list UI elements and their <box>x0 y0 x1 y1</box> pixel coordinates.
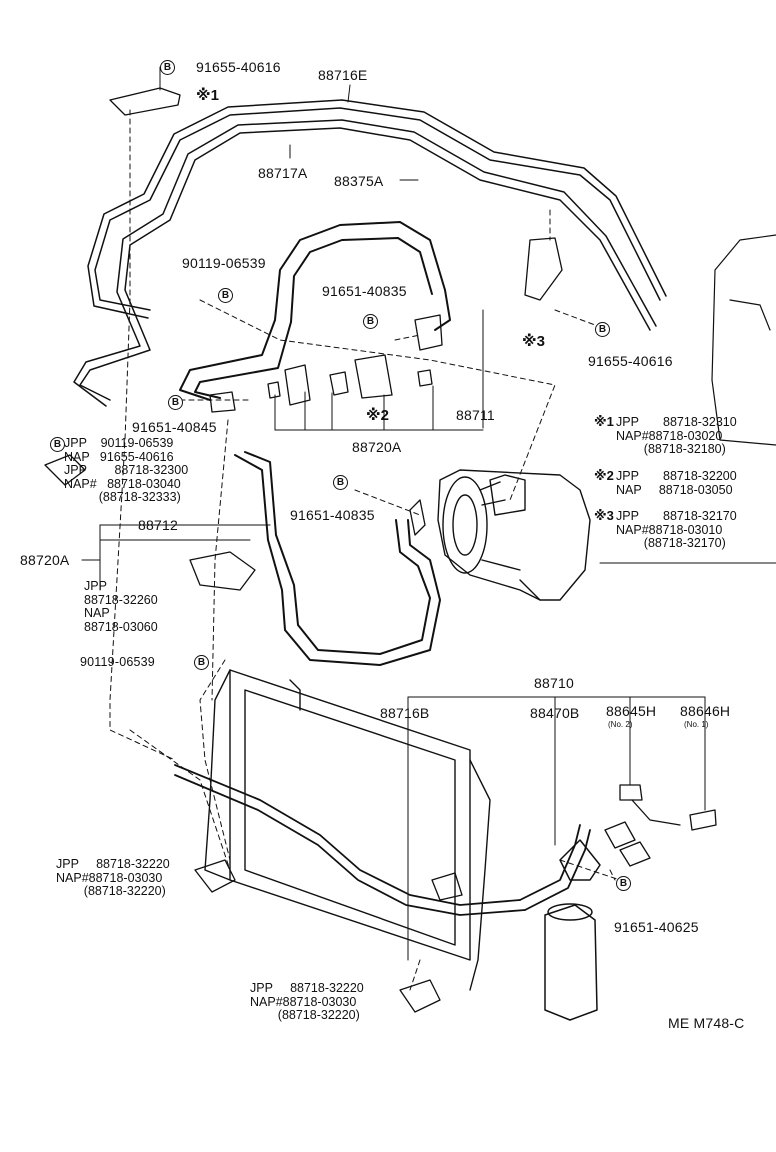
label-91651-40835-mid: 91651-40835 <box>290 507 375 523</box>
label-90119-06539-lower: 90119-06539 <box>80 655 155 669</box>
bolt-symbol-right: B <box>595 322 610 337</box>
clamp-lower-left-partnumbers: JPP 88718-32220 NAP#88718-03030 (88718-3… <box>56 857 170 898</box>
label-91651-40845: 91651-40845 <box>132 419 217 435</box>
legend-text-1: JPP 88718-32310 NAP#88718-03020 (88718-3… <box>616 415 737 456</box>
clamp-88712-partnumbers: JPP 88718-32260 NAP 88718-03060 <box>84 579 158 634</box>
bolt-symbol-40845: B <box>168 395 183 410</box>
leader-lines <box>81 66 706 961</box>
label-88470b: 88470B <box>530 705 580 721</box>
label-88646h: 88646H <box>680 703 731 719</box>
mark-1: ※1 <box>196 87 219 104</box>
label-88720a-mid: 88720A <box>352 439 402 455</box>
diagram-code: ME M748-C <box>668 1015 745 1031</box>
bolt-symbol-mid: B <box>333 475 348 490</box>
bolt-symbol-lower: B <box>194 655 209 670</box>
bolt-symbol-40625: B <box>616 876 631 891</box>
brackets <box>44 87 563 1013</box>
label-no1: (No. 1) <box>684 720 709 729</box>
hose-88711 <box>179 221 451 401</box>
receiver-drier <box>544 839 601 1021</box>
label-91651-40625: 91651-40625 <box>614 919 699 935</box>
mark-3: ※3 <box>522 333 545 350</box>
engine-outline <box>711 234 776 446</box>
label-88645h: 88645H <box>606 703 657 719</box>
bolt-symbol-left-multi: B <box>50 437 65 452</box>
left-multi-partnumbers: JPP 90119-06539 NAP 91655-40616 JPP 8871… <box>64 436 189 504</box>
legend-mark-2: ※2 <box>594 468 614 483</box>
legend-text-2: JPP 88718-32200 NAP 88718-03050 <box>616 469 737 497</box>
label-88711: 88711 <box>456 407 495 423</box>
legend-mark-1: ※1 <box>594 414 614 429</box>
label-88375a: 88375A <box>334 173 384 189</box>
hose-88712 <box>234 451 441 666</box>
label-91655-40616-top: 91655-40616 <box>196 59 281 75</box>
pressure-switches <box>604 784 717 867</box>
label-88716b: 88716B <box>380 705 430 721</box>
label-no2: (No. 2) <box>608 720 633 729</box>
dashed-leaders <box>109 109 621 991</box>
compressor <box>437 469 591 601</box>
bolt-symbol-91651-upper: B <box>363 314 378 329</box>
label-88710: 88710 <box>534 675 574 691</box>
label-90119-06539-upper: 90119-06539 <box>182 255 266 271</box>
label-88716e: 88716E <box>318 67 368 83</box>
pipe-88717a <box>73 119 657 407</box>
pipe-88716b <box>174 764 591 916</box>
label-88712: 88712 <box>138 517 178 533</box>
bolt-symbol-upper: B <box>218 288 233 303</box>
label-88717a: 88717A <box>258 165 308 181</box>
bolt-symbol-top: B <box>160 60 175 75</box>
legend-mark-3: ※3 <box>594 508 614 523</box>
label-91655-40616-right: 91655-40616 <box>588 353 673 369</box>
legend-text-3: JPP 88718-32170 NAP#88718-03010 (88718-3… <box>616 509 737 550</box>
mark-2: ※2 <box>366 407 389 424</box>
label-88720a-left: 88720A <box>20 552 70 568</box>
clamp-bottom-partnumbers: JPP 88718-32220 NAP#88718-03030 (88718-3… <box>250 981 364 1022</box>
pipe-88716e <box>87 99 667 319</box>
condenser <box>204 669 491 991</box>
label-91651-40835-upper: 91651-40835 <box>322 283 407 299</box>
